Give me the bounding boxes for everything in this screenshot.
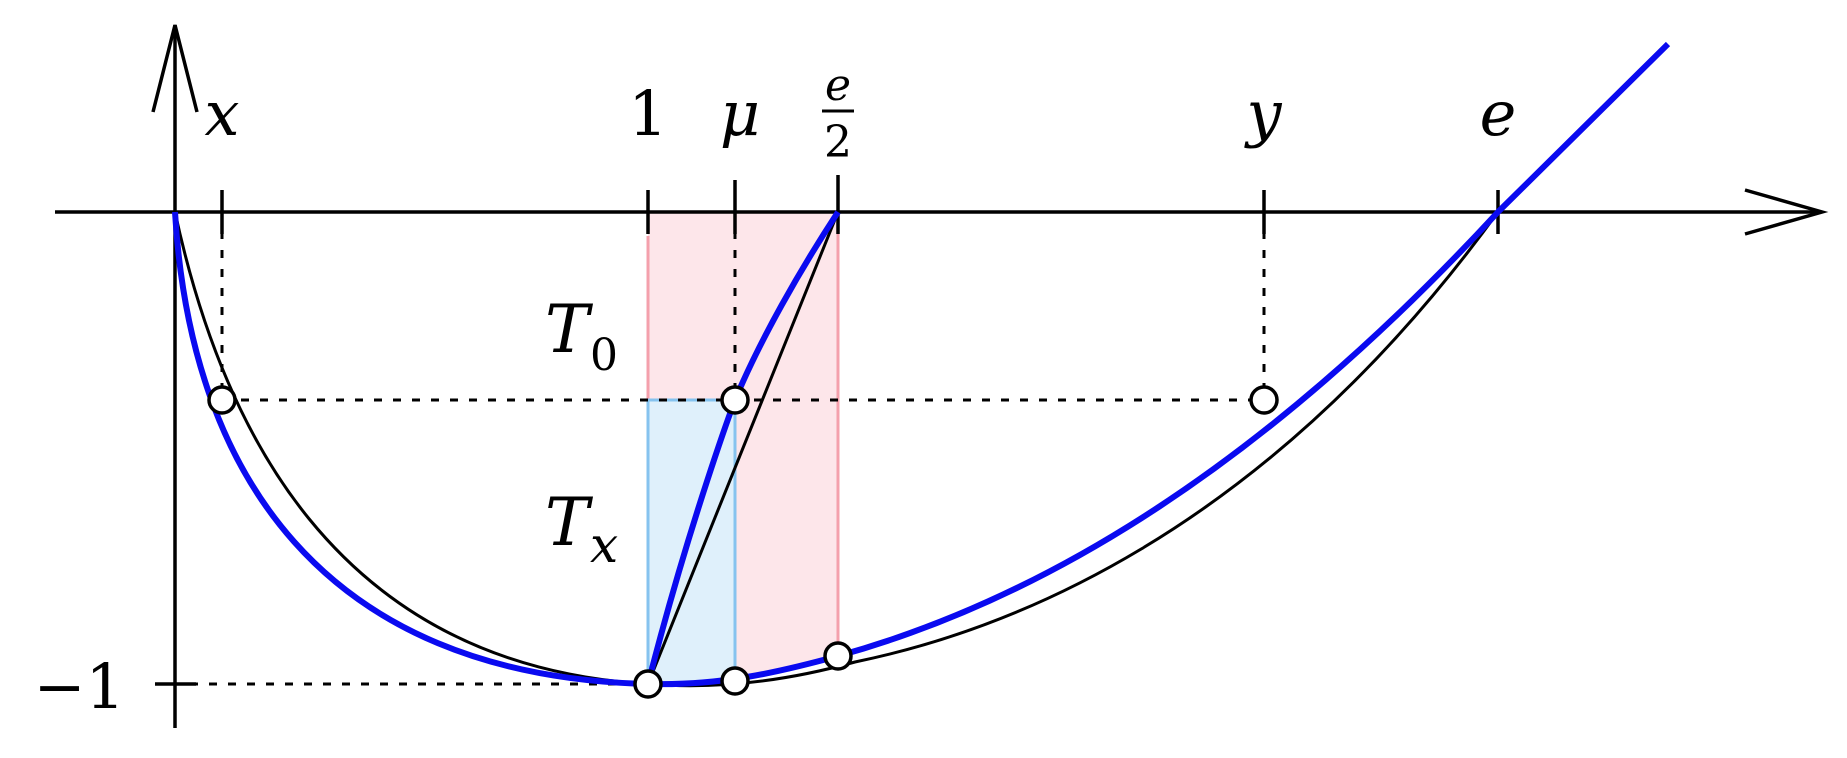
label-Tx-subscript: x xyxy=(590,516,618,574)
marker-x xyxy=(207,385,237,415)
label-Tx-base: T xyxy=(545,484,594,561)
x-axis-arrowhead xyxy=(1744,188,1829,236)
label-minus-one: −1 xyxy=(34,650,125,723)
label-mu: μ xyxy=(720,77,760,150)
label-y: y xyxy=(1243,77,1282,150)
marker-mu xyxy=(720,385,750,415)
y-axis-arrowhead xyxy=(151,24,199,113)
marker-mu-bottom xyxy=(720,666,750,696)
markers xyxy=(207,385,1279,699)
label-one: 1 xyxy=(628,77,667,150)
label-x: x xyxy=(205,77,240,150)
blue-curve xyxy=(172,41,1671,688)
marker-y xyxy=(1249,385,1279,415)
label-e-over-2-denominator: 2 xyxy=(824,117,852,168)
label-e: e xyxy=(1480,77,1517,150)
black-curve xyxy=(173,211,1500,688)
label-e-over-2-numerator: e xyxy=(825,60,851,111)
label-T0-subscript: 0 xyxy=(590,330,618,381)
marker-e-over-2-bottom xyxy=(823,641,853,671)
label-T0-base: T xyxy=(545,291,594,368)
marker-one-bottom xyxy=(633,669,663,699)
black-chord xyxy=(646,211,840,685)
